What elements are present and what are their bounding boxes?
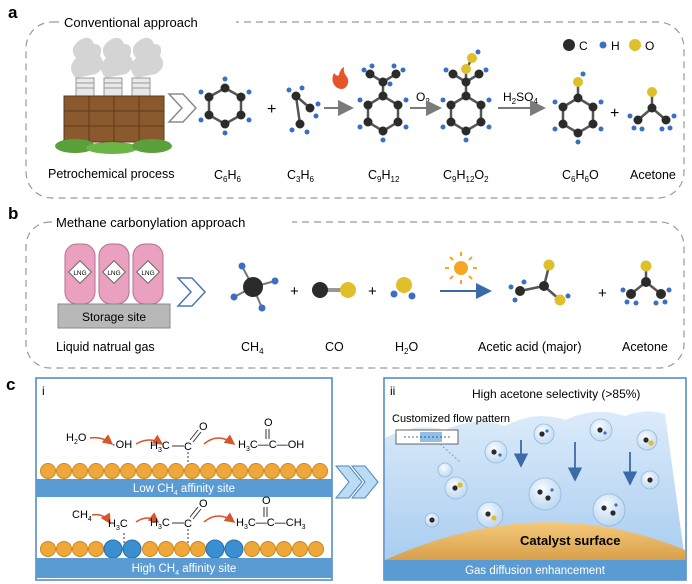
legend-hydrogen-label: H — [611, 39, 620, 53]
panel-b: b Methane carbonylation approach LNG LNG… — [8, 204, 685, 369]
label-petrochemical-process: Petrochemical process — [48, 167, 174, 181]
diffusion-arrows — [513, 440, 638, 486]
molecule-cumene — [357, 63, 409, 143]
red-arrow — [203, 512, 236, 523]
label-ch4: CH4 — [72, 509, 92, 523]
label-catalyst-surface: Catalyst surface — [520, 533, 620, 548]
formula-methane: CH4 — [241, 340, 264, 356]
tank-label: LNG — [141, 270, 154, 277]
molecule-methane — [230, 262, 279, 312]
flow-channel-icon — [395, 429, 461, 463]
legend-oxygen-label: O — [645, 39, 654, 53]
tank-label: LNG — [73, 270, 86, 277]
svg-text:O: O — [199, 421, 208, 433]
panel-a-border — [25, 21, 685, 199]
label-acetic-product: H3C—C—OH — [238, 439, 304, 453]
red-arrow — [89, 434, 114, 445]
lng-tanks: LNG LNG LNG Storage site — [57, 243, 171, 329]
plus-sign: + — [267, 101, 276, 118]
svg-text:H3C: H3C — [150, 517, 170, 531]
factory-illustration — [55, 37, 172, 154]
label-low-affinity: Low CH4 affinity site — [133, 483, 235, 497]
svg-text:O: O — [199, 498, 208, 510]
svg-text:C: C — [184, 441, 192, 453]
label-co: CO — [325, 340, 344, 354]
double-chevron-icon — [334, 465, 379, 499]
formula-cumene: C9H12 — [368, 168, 400, 184]
subpanel-ii-label: ii — [390, 384, 395, 398]
plus-sign: + — [290, 283, 299, 300]
molecule-propylene — [286, 85, 321, 135]
label-liquid-natural-gas: Liquid natrual gas — [56, 340, 155, 354]
plus-sign: + — [598, 285, 607, 302]
sun-icon — [445, 252, 477, 284]
label-acetic-acid: Acetic acid (major) — [478, 340, 582, 354]
label-acetone-a: Acetone — [630, 168, 676, 182]
formula-water: H2O — [395, 340, 418, 356]
catalyst-surface — [385, 522, 685, 560]
legend-carbon-label: C — [579, 39, 588, 53]
legend-oxygen-dot — [629, 39, 641, 51]
label-h3c-bottom: H3C — [108, 518, 128, 532]
panel-c: c i H2O ·OH H3C C O H3C—C—OH O Low CH4 a… — [6, 375, 687, 581]
formula-propylene: C3H6 — [287, 168, 315, 184]
reagent-h2so4-label: H2SO4 — [503, 90, 538, 106]
label-high-affinity: High CH4 affinity site — [132, 563, 237, 577]
panel-a-letter: a — [8, 3, 18, 22]
molecule-acetone — [627, 87, 677, 132]
atom-legend: C H O — [563, 39, 654, 53]
panel-b-title: Methane carbonylation approach — [56, 215, 245, 230]
atom-row-low — [40, 463, 328, 479]
chevron-right-icon — [167, 93, 198, 123]
molecule-acetic-acid — [508, 259, 571, 306]
label-h3c-top: H3C — [150, 440, 170, 454]
red-arrow — [135, 512, 160, 523]
formula-benzene: C6H6 — [214, 168, 242, 184]
panel-b-border — [25, 221, 685, 369]
reagent-o2-label: O2 — [416, 90, 430, 106]
label-h2o: H2O — [66, 432, 87, 446]
label-acetone-product: H3C—C—CH3 — [236, 517, 306, 531]
plus-sign: + — [368, 283, 377, 300]
molecule-cumene-hydroperoxide — [440, 49, 492, 143]
chevron-right-icon — [176, 277, 207, 307]
svg-text:C: C — [184, 518, 192, 530]
molecule-acetone — [620, 260, 672, 306]
label-storage-site: Storage site — [82, 310, 146, 324]
label-acetone-b: Acetone — [622, 340, 668, 354]
label-flow-pattern: Customized flow pattern — [392, 413, 510, 425]
red-arrow — [91, 512, 111, 525]
panel-b-letter: b — [8, 204, 18, 223]
bubble-molecules — [429, 427, 654, 523]
molecule-benzene — [198, 76, 252, 136]
tank-label: LNG — [107, 270, 120, 277]
legend-hydrogen-dot — [599, 41, 607, 49]
formula-phenol: C6H6O — [562, 168, 599, 184]
plus-sign: + — [610, 105, 619, 122]
flame-icon — [332, 67, 349, 89]
low-affinity-bar — [36, 479, 332, 497]
red-arrow — [135, 434, 164, 445]
label-selectivity: High acetone selectivity (>85%) — [472, 387, 640, 401]
subpanel-i-label: i — [42, 384, 45, 398]
molecule-phenol — [552, 71, 604, 145]
label-gas-diffusion: Gas diffusion enhancement — [465, 565, 606, 577]
label-hydroxyl: ·OH — [112, 439, 132, 451]
high-affinity-bar — [36, 558, 332, 578]
panel-c-letter: c — [6, 375, 15, 394]
svg-text:O: O — [264, 417, 273, 429]
panel-a-title: Conventional approach — [64, 15, 198, 30]
legend-carbon-dot — [563, 39, 575, 51]
formula-cumene-hydroperoxide: C9H12O2 — [443, 168, 489, 184]
gde-bar — [384, 560, 686, 580]
svg-text:O: O — [262, 495, 271, 507]
molecule-water — [390, 277, 416, 300]
red-arrow — [203, 434, 236, 445]
molecule-co — [312, 282, 356, 298]
panel-a: a Conventional approach C H O — [8, 3, 685, 199]
atom-row-high — [40, 539, 324, 559]
